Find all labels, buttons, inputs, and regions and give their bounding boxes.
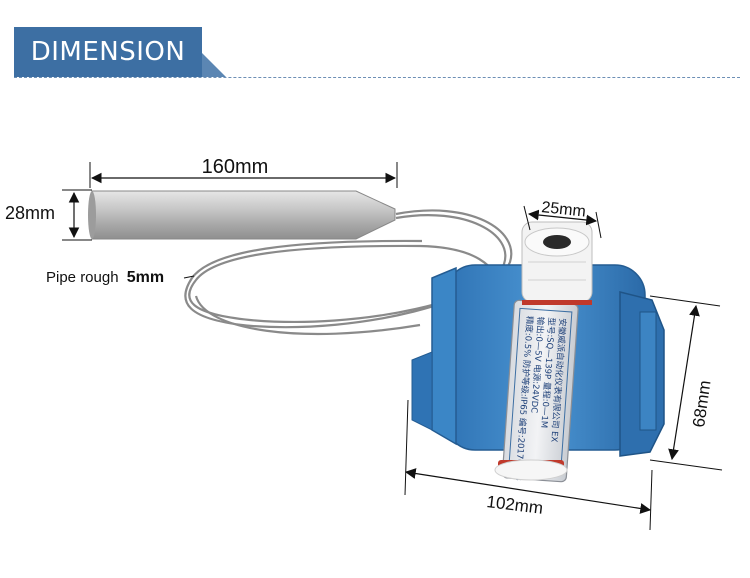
transmitter-housing: 安徽威派自动化仪表有限公司 EX 型号:SQ—139P 量程:0—1M 输出:0…: [411, 221, 665, 483]
label-housing-width: 102mm: [486, 492, 545, 518]
pipe-callout: Pipe rough 5mm: [46, 269, 195, 286]
label-probe-diameter: 28mm: [5, 203, 55, 223]
svg-text:Pipe rough 5mm: Pipe rough 5mm: [46, 269, 164, 286]
section-banner: DIMENSION: [14, 27, 202, 77]
dimension-gland-width: 25mm: [523, 199, 602, 239]
label-gland-width: 25mm: [541, 199, 587, 221]
dashed-divider: [14, 77, 740, 78]
label-pipe-size: 5mm: [127, 269, 164, 286]
steel-probe: [88, 190, 396, 240]
dimension-probe-diameter: 28mm: [5, 189, 92, 241]
label-housing-height: 68mm: [689, 379, 714, 428]
cable: [184, 209, 513, 336]
label-probe-length: 160mm: [202, 156, 269, 178]
dimension-probe-length: 160mm: [89, 156, 398, 188]
label-pipe: Pipe rough: [46, 269, 119, 286]
section-title: DIMENSION: [30, 37, 186, 67]
banner-tail: [202, 53, 226, 77]
